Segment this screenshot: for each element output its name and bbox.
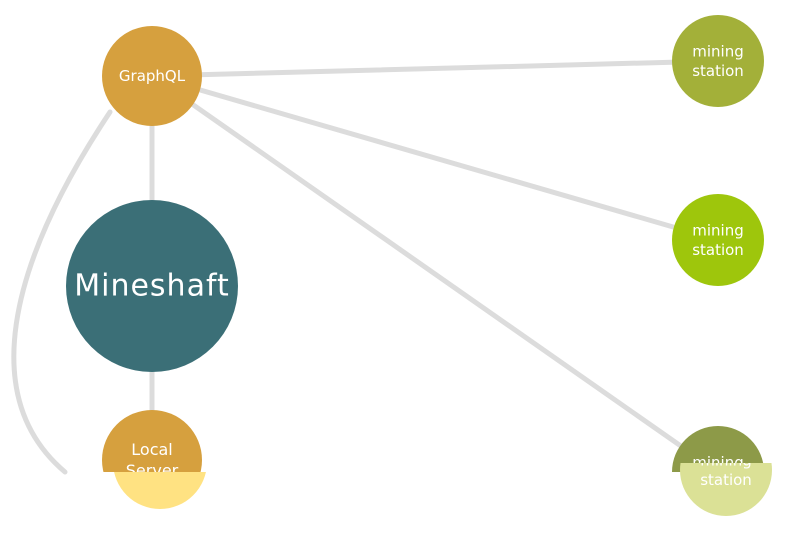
edge-graphql-to-mining-1 [149,58,721,79]
node-label: GraphQL [119,67,186,85]
edges-layer [11,58,721,475]
node-local-server-ghost[interactable] [113,415,207,509]
node-circle [672,426,764,472]
node-label: Server [126,461,179,480]
edge-graphql-to-mining-2 [149,73,721,243]
node-circle [102,26,202,126]
node-mining-1[interactable]: mining station [672,15,764,107]
node-label: Local [131,440,172,459]
node-mining-3-ghost[interactable]: mining station [680,424,772,516]
edge-graphql-to-mining-3 [149,73,721,475]
node-label: station [692,62,744,80]
node-label: station [700,471,752,489]
node-label: mining [692,221,743,239]
node-circle [66,200,238,372]
node-circle [680,463,772,516]
node-mining-2[interactable]: mining station [672,194,764,286]
node-circle [672,15,764,107]
node-graphql[interactable]: GraphQL [102,26,202,126]
node-circle [114,472,206,509]
node-label: Mineshaft [74,269,230,304]
node-label: station [692,241,744,259]
node-mineshaft[interactable]: Mineshaft [66,200,238,372]
node-label: mining [700,451,751,469]
edge-graphql-to-local-server [11,109,113,475]
node-circle [672,194,764,286]
node-circle [102,410,202,472]
node-label: mining [692,42,743,60]
